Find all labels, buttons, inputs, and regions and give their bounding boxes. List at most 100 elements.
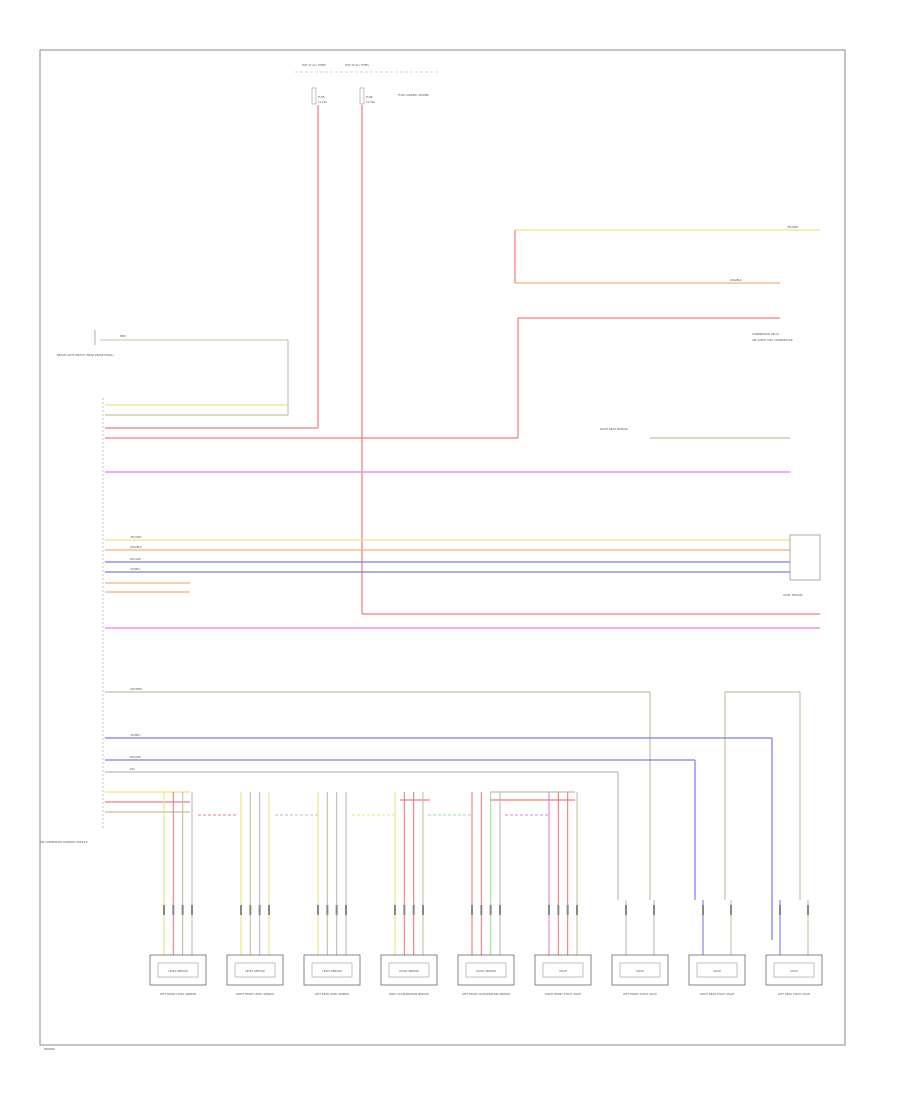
wire-label: ORG/BLK	[730, 278, 742, 282]
connector-pin	[653, 905, 655, 915]
fuse-box-name: FUSE CARRIER (LOWER)	[398, 93, 429, 97]
module-box	[534, 954, 592, 986]
fuse-name-1: FUSE	[318, 95, 325, 99]
connector-pin	[412, 905, 415, 915]
connector-pin	[240, 905, 242, 915]
module-box	[611, 954, 669, 986]
wire-label: BRN	[120, 334, 126, 338]
bottom-module-2: LEVEL SENSOR RIGHT FRONT LEVEL SENSOR	[226, 792, 284, 996]
connector-pin	[345, 905, 347, 915]
bottom-module-6: VALVE RIGHT FRONT STRUT VALVE	[534, 792, 592, 996]
fuse-hot-label-1: HOT AT ALL TIMES	[302, 63, 326, 67]
fuse-icon	[311, 87, 317, 105]
module-inner-box	[542, 962, 584, 978]
fuse-rating-2: F2 30A	[366, 100, 375, 104]
module-box-label: LEVEL SENSOR	[245, 969, 265, 973]
connector-pin	[317, 905, 319, 915]
wire-label: BLU/GRY	[130, 755, 142, 759]
connector-pin	[480, 905, 483, 915]
module-caption: LEFT FRONT STRUT VALVE	[623, 992, 657, 996]
connector-pin	[807, 905, 809, 915]
module-caption: RIGHT FRONT STRUT VALVE	[545, 992, 581, 996]
module-box	[303, 954, 361, 986]
module-inner-box	[388, 962, 430, 978]
footer-code: W0000	[44, 1047, 55, 1051]
bottom-module-7: VALVE LEFT FRONT STRUT VALVE	[611, 900, 669, 996]
connector-pin	[258, 905, 261, 915]
module-box	[226, 954, 284, 986]
fuse-box: HOT AT ALL TIMES HOT AT ALL TIMES FUSE F…	[295, 63, 440, 105]
module-inner-box	[465, 962, 507, 978]
module-inner-box	[157, 962, 199, 978]
module-inner-box	[619, 962, 661, 978]
module-box	[765, 954, 823, 986]
connector-pin	[268, 905, 270, 915]
fuse-name-2: FUSE	[366, 95, 373, 99]
connector-pin	[625, 905, 627, 915]
module-inner-box	[234, 962, 276, 978]
wire-label: YEL/GRN	[787, 225, 798, 229]
wire-label: ORG/BLK	[130, 545, 142, 549]
module-inner-box	[696, 962, 738, 978]
connector-pin	[548, 905, 550, 915]
module-box-label: VALVE	[636, 969, 644, 973]
module-caption: RIGHT FRONT LEVEL SENSOR	[236, 992, 274, 996]
module-inner-box	[773, 962, 815, 978]
module-box-label: LEVEL SENSOR	[168, 969, 188, 973]
module-connector: AIR SUSPENSION CONTROL MODULE	[40, 398, 104, 844]
level-sensor-box	[789, 534, 821, 581]
connector-pin	[163, 905, 165, 915]
connector-pin	[557, 905, 560, 915]
module-caption: LEFT FRONT ACCELERATION SENSOR	[462, 992, 510, 996]
connector-pin	[172, 905, 175, 915]
module-box-label: VALVE	[790, 969, 798, 973]
fuse-rating-1: F1 10A	[318, 100, 327, 104]
wire-label: VIO/BLU	[130, 567, 141, 571]
top-right-label: COMPRESSOR RELAY	[752, 332, 780, 336]
fuse-icon	[359, 87, 365, 105]
connector-pin	[499, 905, 501, 915]
bottom-module-3: LEVEL SENSOR LEFT REAR LEVEL SENSOR	[303, 792, 361, 996]
wire-label: YEL/GRN	[130, 535, 141, 539]
connector-pin	[730, 905, 732, 915]
module-box	[380, 954, 438, 986]
diagram-border	[39, 49, 846, 1046]
wire-label: VIO/BLU	[130, 733, 141, 737]
bottom-module-8: VALVE RIGHT REAR STRUT VALVE	[688, 900, 746, 996]
module-box	[688, 954, 746, 986]
module-caption: LEFT REAR LEVEL SENSOR	[315, 992, 349, 996]
module-box	[149, 954, 207, 986]
module-box-label: VALVE	[559, 969, 567, 973]
module-box-label: ACCEL SENSOR	[476, 969, 496, 973]
fuse-hot-label-2: HOT AT ALL TIMES	[345, 63, 369, 67]
module-box	[457, 954, 515, 986]
brake-switch-label: BRAKE LIGHT SWITCH (NEAR BRAKE PEDAL)	[57, 353, 114, 357]
connector-pin	[394, 905, 396, 915]
module-main-label: AIR SUSPENSION CONTROL MODULE	[40, 840, 88, 844]
connector-pin	[249, 905, 252, 915]
connector-pin	[576, 905, 578, 915]
connector-pin	[566, 905, 569, 915]
wire-label: BLU/GRY	[130, 557, 142, 561]
compressor-label: AIR SUPPLY UNIT COMPRESSOR	[752, 338, 793, 342]
module-inner-box	[311, 962, 353, 978]
connector-pin	[471, 905, 473, 915]
module-box-label: LEVEL SENSOR	[322, 969, 342, 973]
right-sensor-label: RIGHT REAR SENSOR	[600, 427, 628, 431]
module-box-label: VALVE	[713, 969, 721, 973]
module-caption: RIGHT REAR STRUT VALVE	[700, 992, 734, 996]
connector-pin	[702, 905, 704, 915]
connector-pin	[422, 905, 424, 915]
module-caption: LEFT FRONT LEVEL SENSOR	[160, 992, 196, 996]
connector-pin	[326, 905, 329, 915]
connector-pin	[403, 905, 406, 915]
bottom-module-1: LEVEL SENSOR LEFT FRONT LEVEL SENSOR	[149, 792, 207, 996]
connector-pin	[335, 905, 338, 915]
connector-pin	[489, 905, 492, 915]
connector-pin	[191, 905, 193, 915]
bottom-module-5: ACCEL SENSOR LEFT FRONT ACCELERATION SENS…	[457, 792, 515, 996]
